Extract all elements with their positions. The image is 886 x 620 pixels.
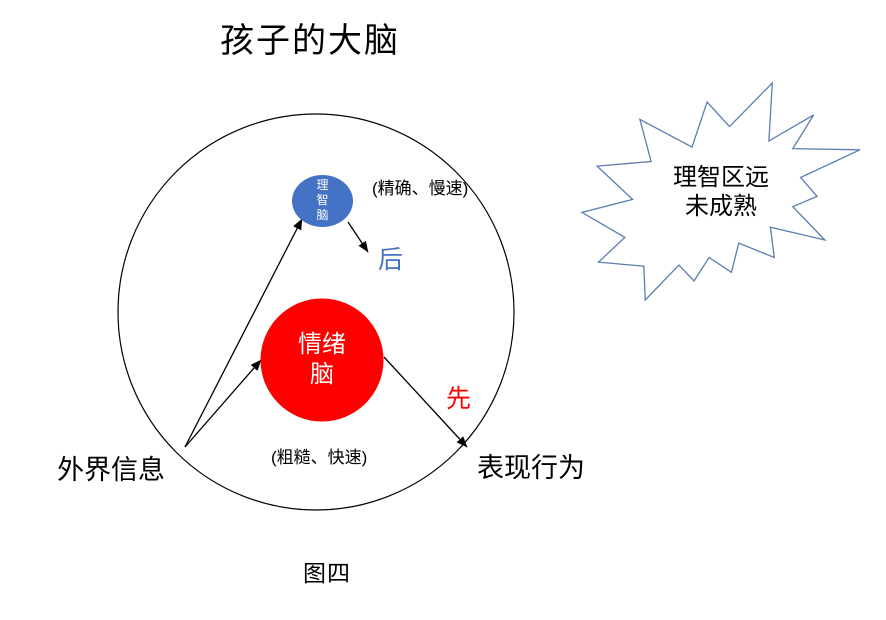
rational-annotation: (精确、慢速) [372, 179, 469, 198]
figure-caption: 图四 [303, 560, 351, 586]
callout-text-box: 理智区远 未成熟 [582, 83, 860, 300]
rational-order-label: 后 [378, 246, 404, 274]
arrow-emotional-to-output [383, 356, 468, 448]
emotional-brain-circle [260, 298, 384, 422]
arrow-input-to-emotional [184, 359, 262, 448]
callout-text-line2: 未成熟 [685, 192, 757, 220]
rational-brain-label: 理智脑 [316, 178, 329, 222]
emotional-brain-label-box: 情绪脑 [260, 298, 384, 422]
emotional-annotation: (粗糙、快速) [271, 448, 368, 467]
emotional-brain-label: 情绪脑 [298, 331, 346, 388]
brain-boundary-circle [117, 113, 515, 511]
arrow-rational-to-later [347, 221, 369, 253]
emotional-order-label: 先 [446, 385, 472, 413]
rational-brain-circle [292, 175, 353, 227]
callout-starburst-shape [580, 81, 861, 302]
input-label: 外界信息 [57, 455, 165, 485]
page-title: 孩子的大脑 [220, 22, 400, 60]
arrow-input-to-rational [184, 218, 303, 448]
callout-text-line1: 理智区远 [673, 163, 769, 191]
rational-brain-label-box: 理智脑 [292, 174, 353, 227]
output-label: 表现行为 [477, 453, 585, 483]
